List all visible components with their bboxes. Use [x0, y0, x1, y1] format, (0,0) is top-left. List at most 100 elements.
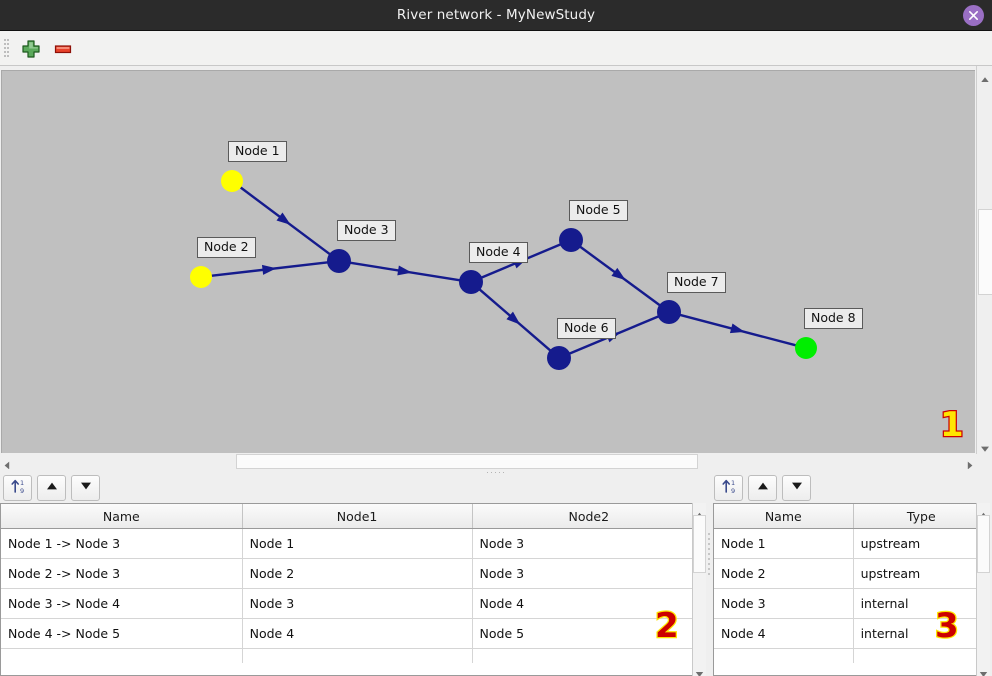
nodes-table-cell[interactable]: Node 3 [714, 588, 854, 619]
links-move-up-button[interactable] [37, 475, 66, 501]
svg-text:9: 9 [20, 487, 24, 495]
links-sort-button[interactable]: 1 9 [3, 475, 32, 501]
links-table-cell[interactable]: Node 1 -> Node 3 [1, 528, 243, 559]
node-label[interactable]: Node 1 [228, 141, 287, 162]
links-scroll-down-icon[interactable] [694, 664, 705, 676]
node-label[interactable]: Node 6 [557, 318, 616, 339]
scroll-down-icon[interactable] [979, 439, 991, 458]
window-title: River network - MyNewStudy [396, 7, 596, 23]
links-table-cell[interactable]: Node 4 -> Node 5 [1, 618, 243, 649]
graph-node[interactable] [221, 170, 243, 192]
nodes-table-cell[interactable]: upstream [853, 528, 989, 559]
node-label[interactable]: Node 3 [337, 220, 396, 241]
node-label[interactable]: Node 4 [469, 242, 528, 263]
links-vscroll-thumb[interactable] [693, 515, 706, 573]
annotation-marker: 1 [939, 405, 965, 445]
annotation-marker: 2 [654, 606, 680, 646]
scroll-left-icon[interactable] [3, 456, 11, 475]
nodes-table-column-header[interactable]: Name [714, 504, 854, 529]
nodes-table-cell[interactable]: internal [853, 618, 989, 649]
graph-node[interactable] [327, 249, 351, 273]
links-table-cell[interactable] [472, 649, 705, 664]
links-table-cell[interactable]: Node 4 [242, 618, 473, 649]
canvas-vertical-scrollbar[interactable] [976, 66, 992, 454]
nodes-table-cell[interactable]: Node 2 [714, 558, 854, 589]
nodes-vscroll-thumb[interactable] [977, 515, 990, 573]
nodes-table-cell[interactable]: internal [853, 588, 989, 619]
node-label[interactable]: Node 5 [569, 200, 628, 221]
nodes-table-row[interactable] [714, 648, 989, 664]
links-table-cell[interactable]: Node 3 [472, 528, 705, 559]
links-table-scrollbar[interactable] [692, 503, 706, 676]
links-table-cell[interactable] [1, 648, 243, 663]
nodes-table-scrollbar[interactable] [976, 503, 990, 676]
nodes-move-down-button[interactable] [782, 475, 811, 501]
panel-drag-grip[interactable] [708, 533, 710, 593]
links-table-column-header[interactable]: Node2 [472, 504, 705, 529]
main-toolbar [0, 31, 992, 66]
nodes-table-column-header[interactable]: Type [853, 504, 989, 529]
scroll-up-icon[interactable] [979, 70, 991, 89]
graph-node[interactable] [657, 300, 681, 324]
node-label[interactable]: Node 8 [804, 308, 863, 329]
nodes-table-cell[interactable] [714, 648, 854, 663]
graph-node[interactable] [559, 228, 583, 252]
nodes-table-cell[interactable]: upstream [853, 558, 989, 589]
nodes-sort-button[interactable]: 1 9 [714, 475, 743, 501]
links-table-cell[interactable] [242, 648, 473, 663]
svg-text:1: 1 [731, 479, 735, 487]
links-table-cell[interactable]: Node 1 [242, 528, 473, 559]
annotation-marker: 3 [934, 606, 960, 646]
nodes-move-up-button[interactable] [748, 475, 777, 501]
links-table-column-header[interactable]: Name [1, 504, 243, 529]
network-canvas[interactable]: Node 1 Node 2 Node 3 Node 4 Node 5 Node 6 Node… [1, 70, 975, 453]
graph-node[interactable] [547, 346, 571, 370]
links-table-cell[interactable]: Node 2 -> Node 3 [1, 558, 243, 589]
graph-node[interactable] [795, 337, 817, 359]
delete-node-button[interactable] [51, 37, 75, 61]
close-icon[interactable] [963, 5, 984, 26]
nodes-table-cell[interactable]: Node 1 [714, 528, 854, 559]
canvas-hscroll-thumb[interactable] [236, 454, 698, 469]
toolbar-grip[interactable] [4, 39, 9, 59]
graph-node[interactable] [190, 266, 212, 288]
nodes-table-cell[interactable]: Node 4 [714, 618, 854, 649]
node-label[interactable]: Node 2 [197, 237, 256, 258]
canvas-horizontal-scrollbar[interactable] [0, 454, 976, 470]
links-table-cell[interactable]: Node 3 [242, 588, 473, 619]
links-table-cell[interactable]: Node 3 -> Node 4 [1, 588, 243, 619]
nodes-table-cell[interactable] [853, 649, 989, 664]
links-table-cell[interactable]: Node 3 [472, 558, 705, 589]
nodes-scroll-down-icon[interactable] [978, 664, 989, 676]
graph-node[interactable] [459, 270, 483, 294]
node-label[interactable]: Node 7 [667, 272, 726, 293]
svg-text:9: 9 [731, 487, 735, 495]
links-table-cell[interactable]: Node 4 [472, 588, 705, 619]
links-table-column-header[interactable]: Node1 [242, 504, 473, 529]
add-node-button[interactable] [19, 37, 43, 61]
svg-text:1: 1 [20, 479, 24, 487]
canvas-vscroll-thumb[interactable] [978, 209, 992, 295]
links-table-cell[interactable]: Node 5 [472, 618, 705, 649]
links-table-cell[interactable]: Node 2 [242, 558, 473, 589]
panel-splitter[interactable] [0, 469, 992, 475]
title-bar: River network - MyNewStudy [0, 0, 992, 31]
links-table-row[interactable] [1, 648, 705, 664]
links-move-down-button[interactable] [71, 475, 100, 501]
scroll-right-icon[interactable] [966, 456, 974, 475]
